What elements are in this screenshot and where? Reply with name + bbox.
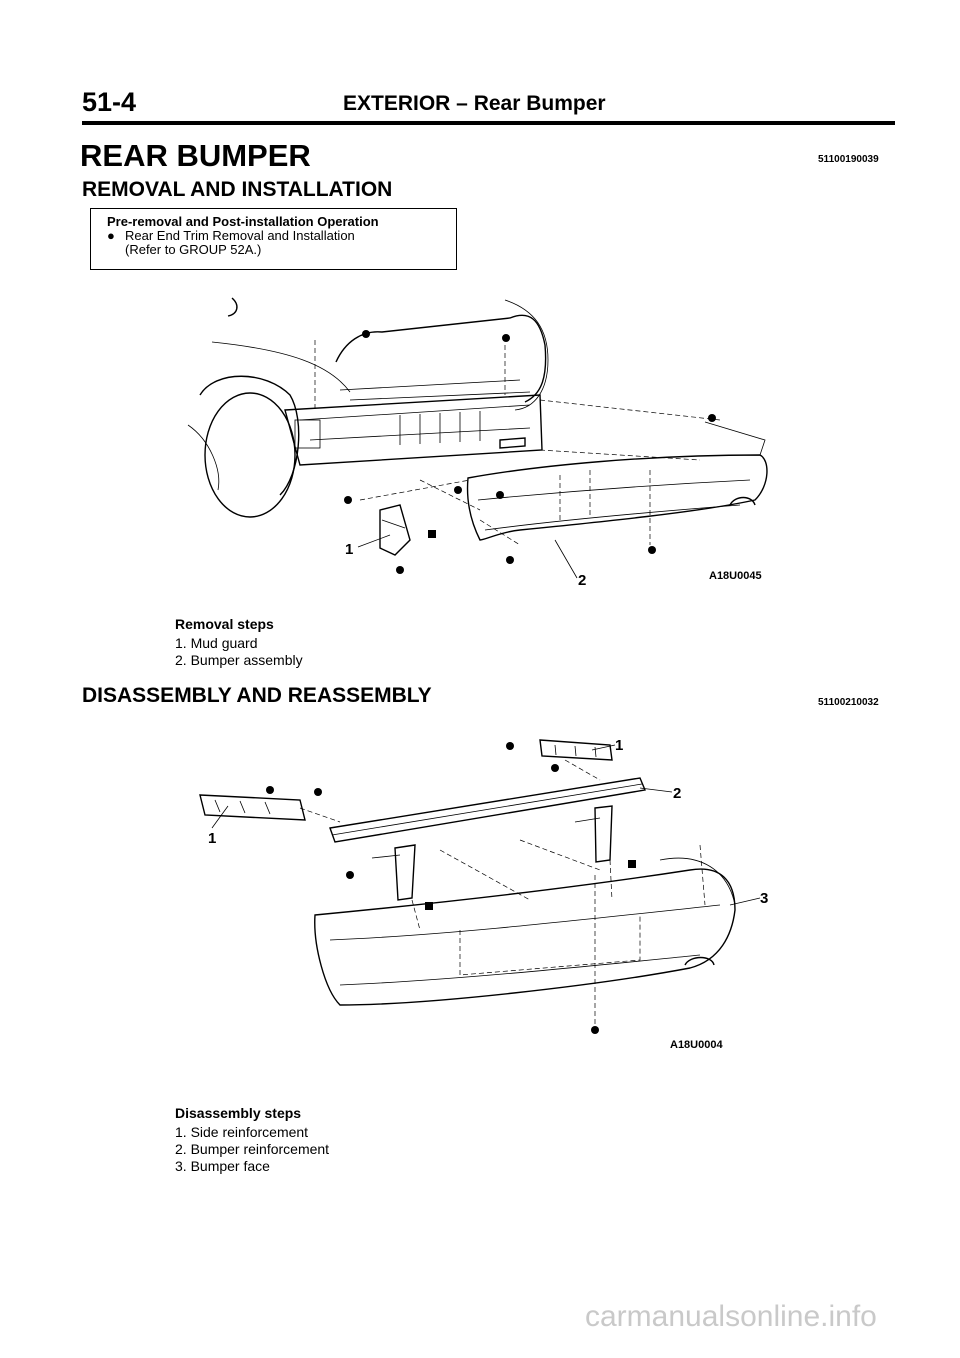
page-title: REAR BUMPER [80,138,311,173]
pre-removal-note-box: Pre-removal and Post-installation Operat… [90,208,457,270]
callout-2: 2 [578,572,586,589]
bullet-icon: ● [107,228,115,243]
removal-steps: Removal steps 1. Mud guard 2. Bumper ass… [175,616,303,669]
callout-2: 2 [673,785,681,802]
callout-1-left: 1 [208,830,216,847]
disassembly-steps: Disassembly steps 1. Side reinforcement … [175,1105,329,1175]
note-item-line1: Rear End Trim Removal and Installation [125,228,355,243]
list-item: 2. Bumper reinforcement [175,1141,330,1157]
list-item: 3. Bumper face [175,1158,270,1174]
section-code-removal: 51100190039 [818,154,879,165]
disassembly-steps-heading: Disassembly steps [175,1105,302,1121]
callout-1: 1 [345,541,353,558]
watermark: carmanualsonline.info [585,1300,877,1333]
callout-3: 3 [760,890,768,907]
page-number: 51-4 [82,87,137,117]
figure-code-disassembly: A18U0004 [670,1039,723,1051]
list-item: 1. Side reinforcement [175,1124,309,1140]
note-heading: Pre-removal and Post-installation Operat… [107,214,379,229]
section-heading-removal: REMOVAL AND INSTALLATION [82,178,393,201]
section-code-disassembly: 51100210032 [818,697,879,708]
removal-steps-heading: Removal steps [175,616,274,632]
note-item: ● Rear End Trim Removal and Installation [107,229,456,243]
header-title: EXTERIOR – Rear Bumper [343,92,606,115]
section-heading-disassembly: DISASSEMBLY AND REASSEMBLY [82,684,432,707]
figure-code-removal: A18U0045 [709,570,762,582]
callout-1-right: 1 [615,737,623,754]
list-item: 1. Mud guard [175,635,258,651]
list-item: 2. Bumper assembly [175,652,303,668]
header-rule [82,121,895,125]
note-item-line2: (Refer to GROUP 52A.) [125,242,262,257]
